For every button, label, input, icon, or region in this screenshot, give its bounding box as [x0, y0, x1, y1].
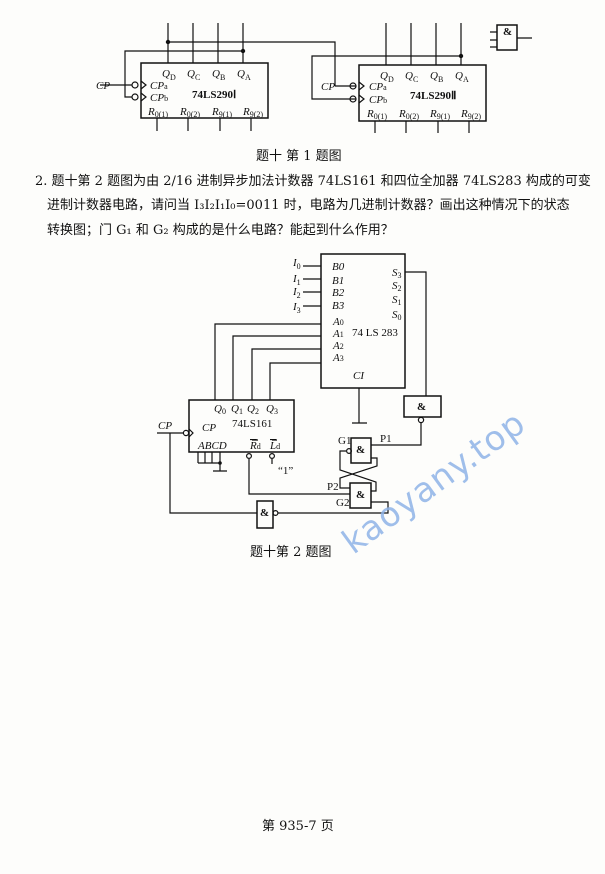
svg-text:&: &: [503, 26, 512, 38]
svg-text:I0: I0: [292, 257, 301, 271]
cp-label-1: CP: [96, 80, 110, 92]
svg-text:CPa: CPa: [369, 81, 387, 93]
cp-label-2: CP: [321, 81, 335, 93]
svg-text:&: &: [417, 401, 426, 413]
svg-text:G2: G2: [336, 497, 349, 509]
svg-text:Q2: Q2: [247, 403, 259, 416]
svg-text:S1: S1: [392, 294, 402, 307]
chip1-name: 74LS290Ⅰ: [192, 89, 236, 101]
svg-text:QD: QD: [380, 70, 394, 84]
svg-text:R0(2): R0(2): [179, 106, 200, 119]
svg-text:R0(2): R0(2): [398, 108, 419, 121]
chip-74ls290-1: [140, 62, 269, 119]
page-number: 第 935-7 页: [262, 819, 334, 834]
svg-text:P1: P1: [380, 433, 392, 445]
svg-text:P2: P2: [327, 481, 339, 493]
svg-text:QB: QB: [212, 68, 225, 82]
svg-text:QB: QB: [430, 70, 443, 84]
figure1-diagram: QD QC QB QA CPa CPb 74LS290Ⅰ R0(1) R0(2)…: [96, 23, 532, 133]
svg-text:Rd: Rd: [249, 440, 261, 452]
svg-text:A1: A1: [332, 328, 344, 340]
svg-text:B3: B3: [332, 300, 345, 312]
question2-line-2: 进制计数器电路，请问当 I₃I₂I₁I₀=0011 时，电路为几进制计数器？画出…: [47, 198, 570, 213]
svg-text:G1: G1: [338, 435, 351, 447]
svg-text:I1: I1: [292, 273, 301, 287]
adder-74ls283: [320, 253, 406, 389]
svg-text:R9(1): R9(1): [211, 106, 232, 119]
svg-text:&: &: [356, 444, 365, 456]
svg-text:74 LS 283: 74 LS 283: [352, 327, 398, 339]
and-gate-s3: [403, 395, 442, 418]
svg-text:CP: CP: [202, 422, 216, 434]
svg-text:CPa: CPa: [150, 80, 168, 92]
svg-text:I2: I2: [292, 286, 301, 300]
svg-text:A2: A2: [332, 340, 344, 352]
svg-text:B1: B1: [332, 275, 344, 287]
chip-74ls290-2: [358, 64, 487, 122]
svg-text:QA: QA: [237, 68, 251, 82]
figure1-caption: 题十 第 1 题图: [256, 149, 342, 164]
svg-text:QA: QA: [455, 70, 469, 84]
svg-text:I3: I3: [292, 301, 301, 315]
cp-label: CP: [158, 420, 172, 432]
question2-line-3: 转换图；门 G₁ 和 G₂ 构成的是什么电路？能起到什么作用？: [47, 223, 394, 238]
svg-text:QC: QC: [187, 68, 200, 82]
svg-text:Ld: Ld: [269, 440, 280, 452]
svg-text:&: &: [260, 507, 269, 519]
counter-74ls161: [188, 399, 295, 453]
svg-text:A0: A0: [332, 316, 344, 328]
svg-text:A3: A3: [332, 352, 344, 364]
gate-g2: [349, 482, 372, 509]
svg-text:CPb: CPb: [150, 92, 168, 104]
svg-text:&: &: [356, 489, 365, 501]
svg-text:ABCD: ABCD: [197, 440, 227, 452]
svg-text:CPb: CPb: [369, 94, 387, 106]
svg-text:QD: QD: [162, 68, 176, 82]
chip2-name: 74LS290Ⅱ: [410, 90, 456, 102]
svg-text:S3: S3: [392, 267, 402, 280]
svg-text:S0: S0: [392, 309, 402, 322]
svg-text:Q0: Q0: [214, 403, 226, 416]
svg-text:Q1: Q1: [231, 403, 243, 416]
svg-text:R0(1): R0(1): [147, 106, 168, 119]
figure2-diagram: I0 I1 I2 I3 B0 B1 B2 B3 A0 A1 A2 A3 S3 S…: [157, 253, 442, 529]
svg-text:74LS161: 74LS161: [232, 418, 272, 430]
svg-text:R0(1): R0(1): [366, 108, 387, 121]
svg-text:R9(1): R9(1): [429, 108, 450, 121]
figure2-caption: 题十第 2 题图: [250, 545, 332, 560]
svg-text:S2: S2: [392, 280, 402, 293]
svg-text:B0: B0: [332, 261, 345, 273]
svg-text:R9(2): R9(2): [242, 106, 263, 119]
svg-text:CI: CI: [353, 370, 365, 382]
svg-text:R9(2): R9(2): [460, 108, 481, 121]
svg-text:QC: QC: [405, 70, 418, 84]
svg-text:B2: B2: [332, 287, 345, 299]
svg-text:Q3: Q3: [266, 403, 278, 416]
svg-text:“1”: “1”: [278, 465, 293, 477]
question2-line-1: 2. 题十第 2 题图为由 2/16 进制异步加法计数器 74LS161 和四位…: [35, 174, 591, 189]
